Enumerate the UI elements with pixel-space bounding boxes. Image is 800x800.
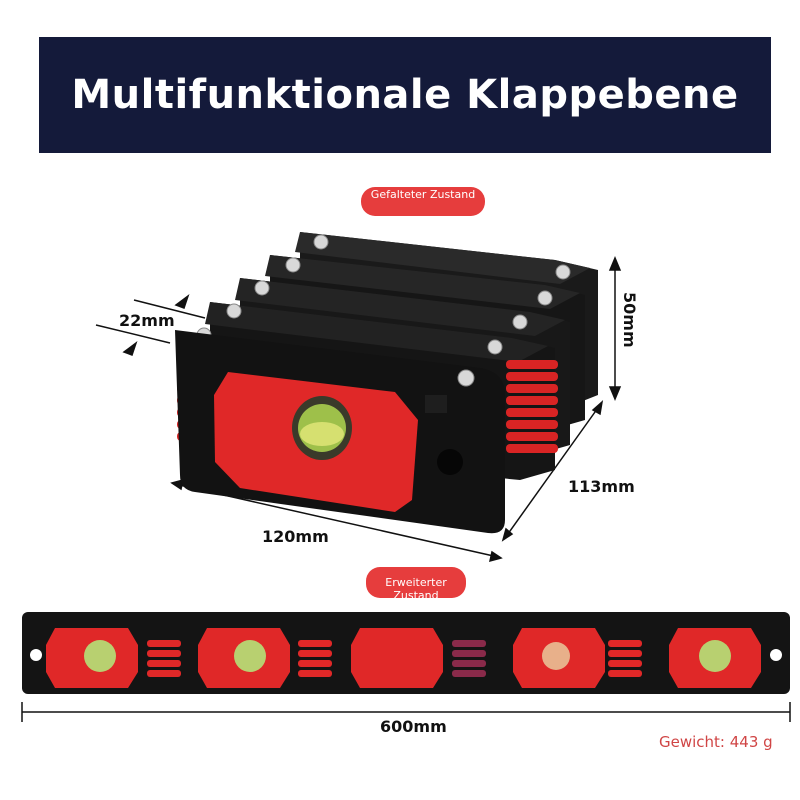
dimension-lines bbox=[95, 256, 622, 563]
dimension-extended-length: 600mm bbox=[380, 717, 447, 736]
extended-state-badge: Erweiterter Zustand bbox=[366, 567, 466, 598]
length-dimension-line bbox=[21, 702, 791, 722]
front-face bbox=[175, 330, 505, 534]
dimension-depth: 113mm bbox=[568, 477, 635, 496]
page-title: Multifunktionale Klappebene bbox=[71, 72, 739, 118]
title-banner: Multifunktionale Klappebene bbox=[39, 37, 771, 153]
hinge-stacks bbox=[147, 640, 642, 677]
folded-state-badge: Gefalteter Zustand bbox=[361, 187, 485, 216]
dimension-height: 50mm bbox=[620, 292, 639, 348]
weight-label: Gewicht: 443 g bbox=[659, 733, 773, 751]
dimension-width: 120mm bbox=[262, 527, 329, 546]
dimension-thickness: 22mm bbox=[119, 311, 175, 330]
vial-windows bbox=[46, 628, 761, 688]
